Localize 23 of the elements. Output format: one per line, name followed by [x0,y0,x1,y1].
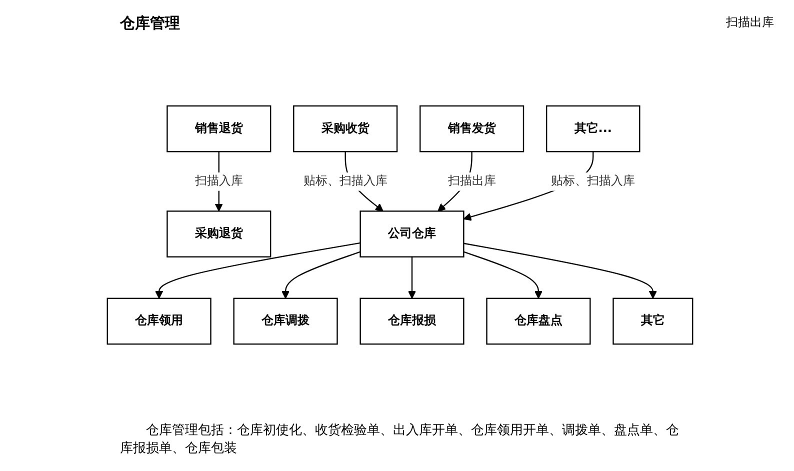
arrow [408,256,416,299]
node-box: 销售发货 [420,105,524,152]
node-box: 仓库盘点 [486,298,591,345]
arrow [281,251,360,299]
note-label: 扫描出库 [726,14,774,31]
arrow [155,242,360,299]
node-box: 公司仓库 [360,210,464,258]
edge-label: 扫描入库 [194,174,243,188]
edge-label: 贴标、扫描入库 [551,174,636,188]
node-box: 仓库领用 [106,298,212,345]
node-box: 采购退货 [166,210,272,258]
node-box: 仓库调拨 [233,298,338,345]
diagram-title: 仓库管理 [120,14,180,33]
node-box: 采购收货 [293,105,398,152]
caption: 仓库管理包括：仓库初使化、收货检验单、出入库开单、仓库领用开单、调拨单、盘点单、仓库报损单、仓库包装 [120,422,680,458]
edge-label: 扫描出库 [448,174,496,188]
node-box: 销售退货 [166,105,272,152]
arrow [464,242,657,299]
node-box: 其它 [612,298,694,345]
arrow [464,251,543,299]
edge-label: 贴标、扫描入库 [303,174,388,188]
node-box: 仓库报损 [360,298,464,345]
node-box: 其它... [546,105,640,152]
